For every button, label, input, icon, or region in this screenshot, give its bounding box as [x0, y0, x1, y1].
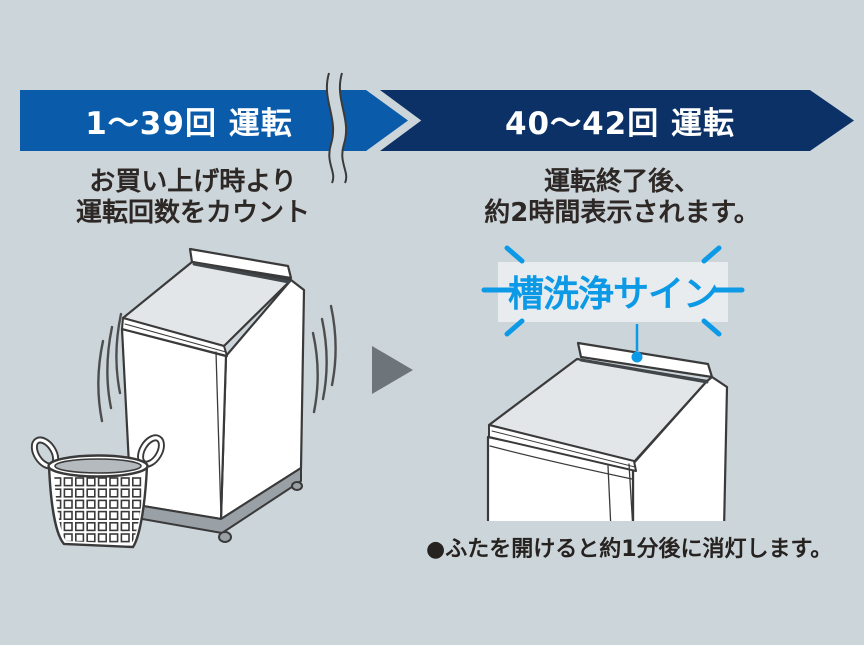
machine-base: [130, 467, 302, 534]
banner-stage2: 40〜42回 運転: [380, 90, 854, 151]
caption-stage2: 運転終了後、 約2時間表示されます。: [462, 167, 782, 229]
washing-machine-left-illustration: [120, 247, 306, 543]
note-text: ●ふたを開けると約1分後に消灯します。: [426, 537, 833, 562]
laundry-basket-illustration: [30, 434, 165, 549]
next-step-arrow-icon: [372, 346, 413, 394]
banner-stage1-label: 1〜39回 運転: [85, 106, 293, 142]
caption-stage1-line2: 運転回数をカウント: [75, 198, 310, 228]
washing-machine-right-illustration: [430, 341, 864, 532]
machine-lid: [121, 260, 293, 348]
tub-clean-sign-label: 槽洗浄サイン: [507, 274, 719, 315]
basket-holes: [54, 477, 142, 543]
banner-stage2-label: 40〜42回 運転: [504, 106, 736, 142]
vibration-lines-right-icon: [311, 304, 337, 414]
vibration-lines-left-icon: [97, 312, 123, 423]
machine-lid: [487, 357, 709, 464]
caption-stage1-line1: お買い上げ時より: [89, 167, 297, 197]
caption-stage1: お買い上げ時より 運転回数をカウント: [35, 167, 351, 229]
banner-stage1: 1〜39回 運転: [20, 90, 408, 151]
caption-stage2-line2: 約2時間表示されます。: [484, 198, 760, 228]
sign-pointer-dot: [631, 351, 643, 363]
caption-stage2-line1: 運転終了後、: [543, 167, 700, 197]
